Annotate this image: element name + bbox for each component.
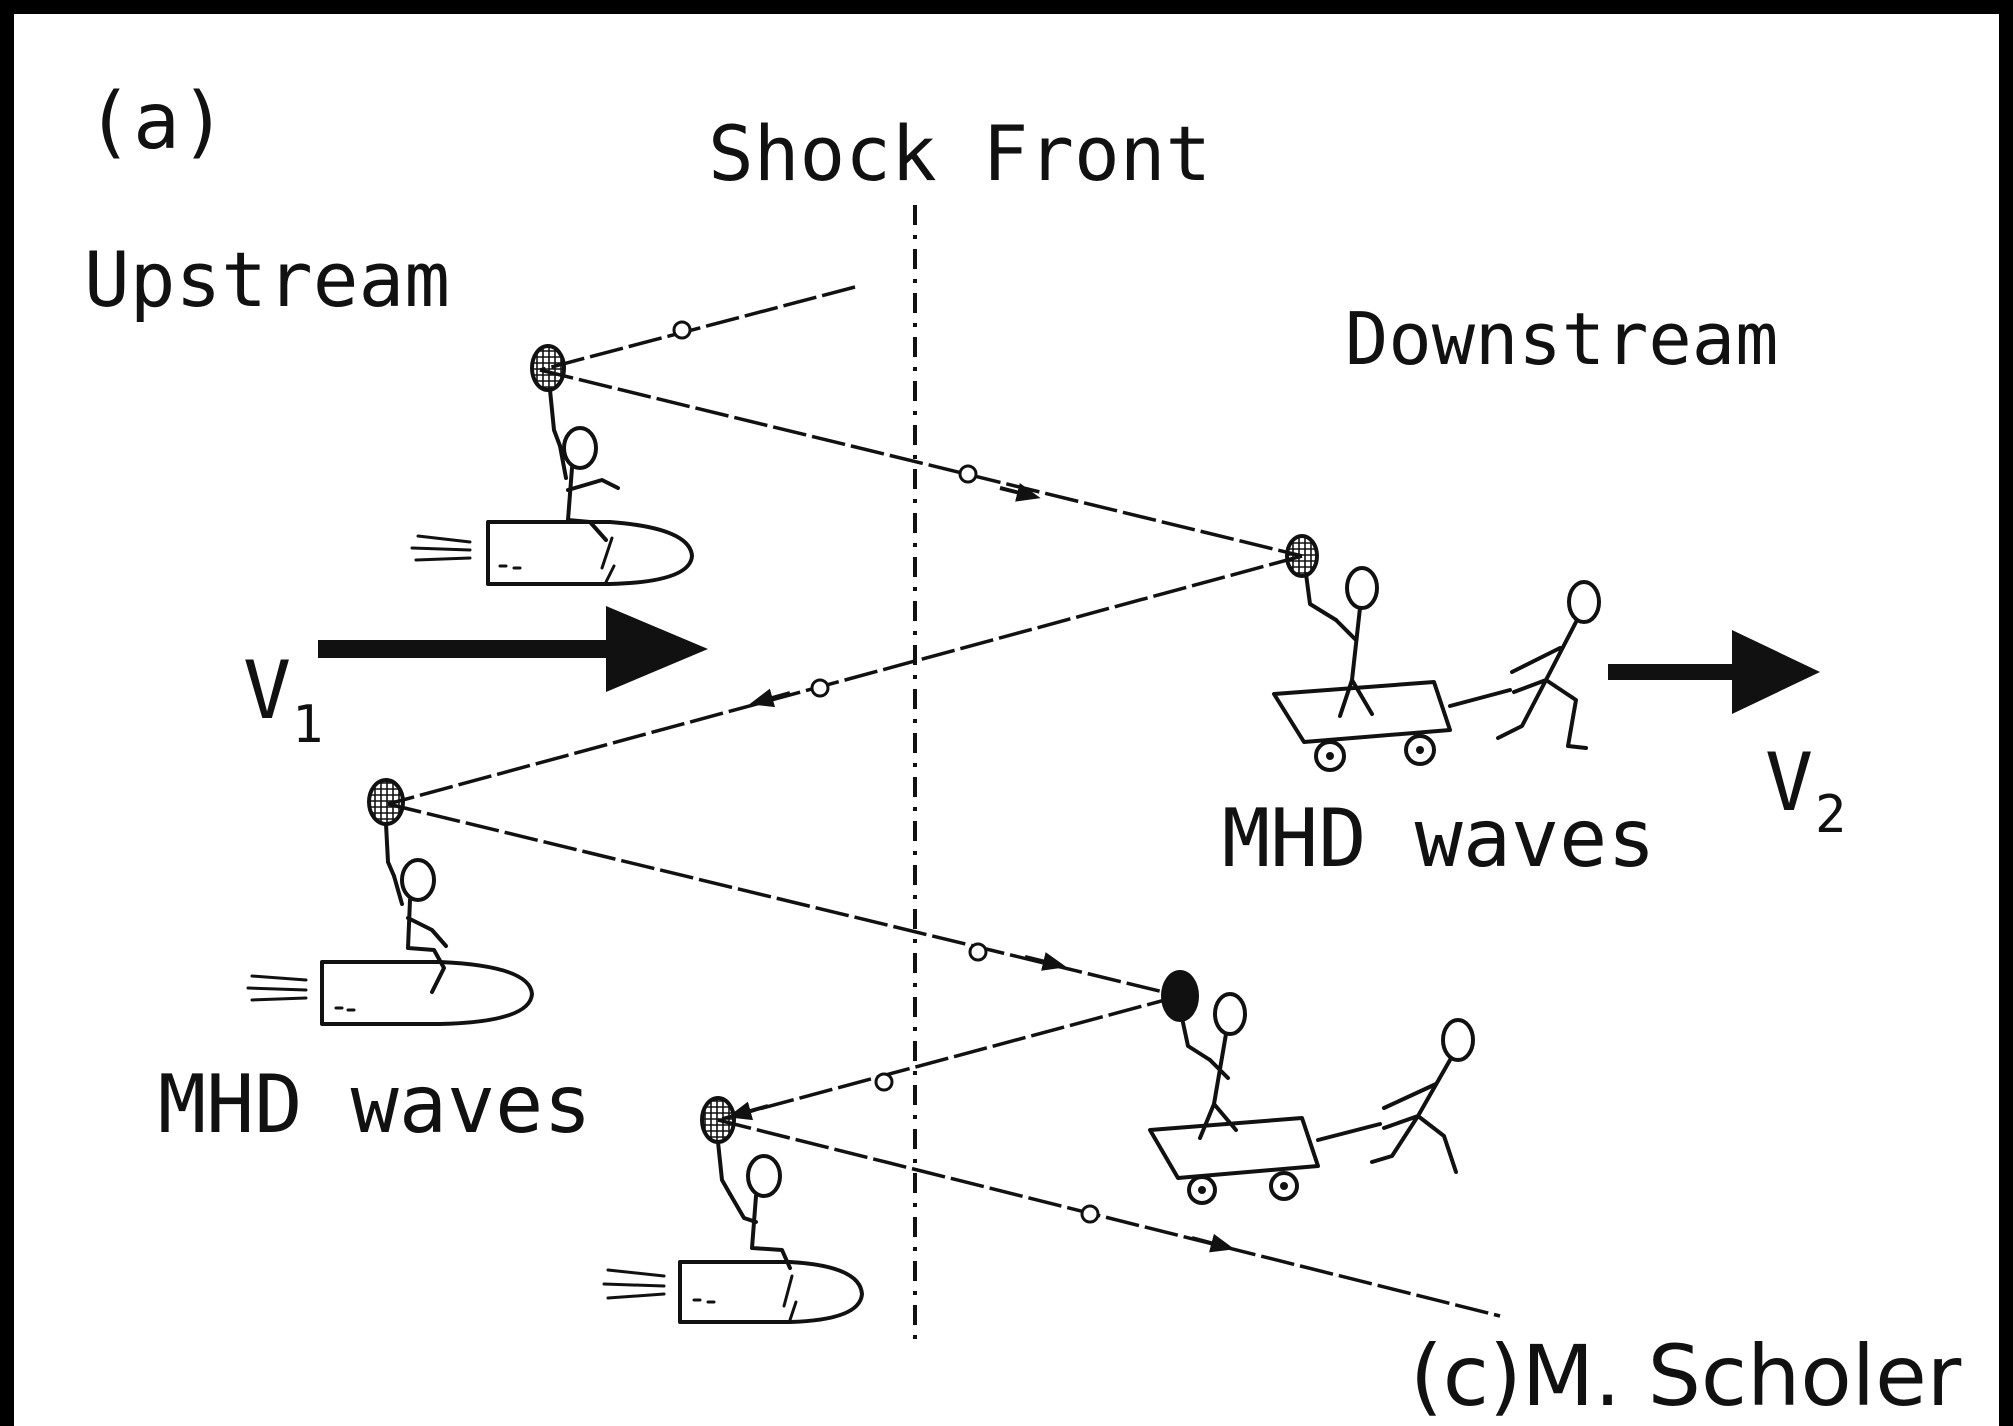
- particle-marker: [874, 1072, 894, 1092]
- v1-label: V: [243, 644, 291, 737]
- v1-subscript: 1: [292, 695, 323, 755]
- v2-subscript: 2: [1815, 785, 1846, 845]
- shock-front-label: Shock Front: [708, 109, 1211, 198]
- cart: [1272, 680, 1452, 744]
- direction-arrow: [727, 1101, 769, 1121]
- racket-head: [700, 1096, 736, 1144]
- particle-marker: [1080, 1204, 1100, 1224]
- v2-main: V: [1765, 736, 1813, 829]
- particle-marker: [810, 678, 830, 698]
- downstream-label: Downstream: [1345, 297, 1778, 381]
- particle-marker: [968, 942, 988, 962]
- direction-arrow: [999, 483, 1041, 502]
- downstream-cart: [1148, 970, 1475, 1205]
- credit-label: (c)M. Scholer: [1410, 1327, 1962, 1425]
- particle-marker: [672, 320, 692, 340]
- racket-head: [1285, 534, 1319, 578]
- racket-head: [1161, 970, 1199, 1022]
- cart: [1148, 1116, 1320, 1180]
- direction-arrow: [749, 688, 791, 708]
- racket-head: [530, 344, 566, 392]
- rocket: [678, 1260, 864, 1324]
- v1-main: V: [243, 644, 291, 737]
- mhd-waves-upstream-label: MHD waves: [158, 1058, 591, 1151]
- direction-arrow: [1191, 1233, 1235, 1253]
- downstream-cart: [1272, 534, 1601, 772]
- upstream-surfer: [410, 344, 694, 586]
- direction-arrow: [1024, 952, 1067, 971]
- upstream-label: Upstream: [84, 235, 450, 324]
- upstream-surfer: [602, 1096, 864, 1324]
- rocket: [320, 960, 534, 1026]
- mhd-waves-downstream-label: MHD waves: [1222, 792, 1655, 885]
- v2-arrow: [1608, 630, 1820, 714]
- v2-label: V: [1765, 736, 1813, 829]
- upstream-surfer: [246, 778, 534, 1026]
- particle-path: [387, 285, 1501, 1318]
- v1-arrow: [318, 606, 708, 692]
- rocket: [486, 520, 694, 586]
- particle-marker: [958, 464, 978, 484]
- panel-label: (a): [86, 77, 227, 167]
- racket-head: [367, 778, 405, 826]
